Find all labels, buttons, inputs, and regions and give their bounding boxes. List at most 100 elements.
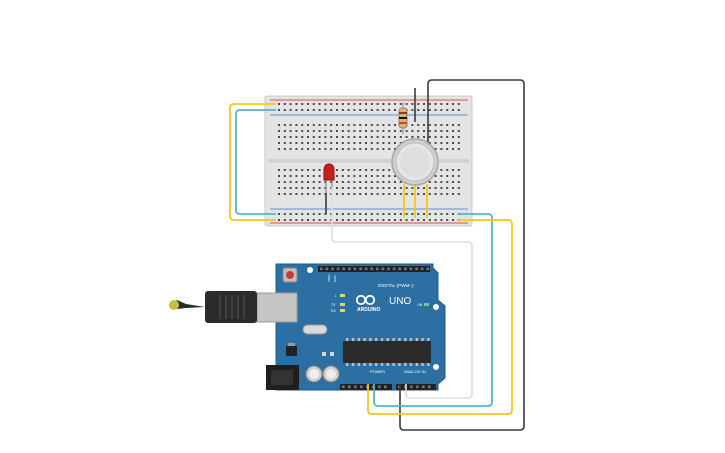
breadboard-hole <box>283 169 286 171</box>
breadboard-hole <box>336 181 338 183</box>
breadboard-hole <box>446 142 449 144</box>
gas-sensor[interactable] <box>391 138 439 186</box>
breadboard-hole <box>405 103 408 105</box>
wires[interactable] <box>229 79 525 431</box>
breadboard-hole <box>301 124 304 126</box>
breadboard-hole <box>353 124 356 126</box>
breadboard-hole <box>388 130 391 132</box>
power-jack-inner <box>271 370 293 385</box>
breadboard-hole <box>301 142 304 144</box>
breadboard-hole <box>295 181 298 183</box>
breadboard-hole <box>347 103 350 105</box>
breadboard-hole <box>365 175 367 177</box>
breadboard-hole <box>388 175 391 177</box>
breadboard-hole <box>307 148 309 150</box>
chip-pin <box>346 363 349 366</box>
breadboard-hole <box>336 193 338 195</box>
breadboard-hole <box>283 142 286 144</box>
header-pin <box>381 267 385 271</box>
breadboard-hole <box>434 109 437 111</box>
breadboard-hole <box>324 136 327 138</box>
breadboard-hole <box>289 219 292 221</box>
breadboard-hole <box>452 124 454 126</box>
breadboard-hole <box>301 148 304 150</box>
breadboard-hole <box>312 124 315 126</box>
breadboard-hole <box>399 193 402 195</box>
breadboard-hole <box>434 124 437 126</box>
usb-plug-body <box>205 291 257 323</box>
resistor-band <box>399 122 407 124</box>
breadboard-hole <box>440 124 443 126</box>
chip-pin <box>346 338 349 341</box>
breadboard-hole <box>278 130 280 132</box>
breadboard-hole <box>330 124 333 126</box>
wire-yellow-left[interactable] <box>229 103 276 221</box>
wire-yellow-gnd[interactable] <box>367 219 513 415</box>
breadboard-hole <box>359 169 362 171</box>
red-led[interactable] <box>323 163 335 193</box>
breadboard-hole <box>382 187 385 189</box>
breadboard-hole <box>411 124 414 126</box>
breadboard-hole <box>289 124 292 126</box>
breadboard-hole <box>336 148 338 150</box>
wire-white-led[interactable] <box>331 187 473 399</box>
microcontroller-chip <box>343 341 431 363</box>
breadboard-hole <box>382 181 385 183</box>
breadboard-hole <box>318 103 321 105</box>
arduino-logo-text: ARDUINO <box>357 307 380 313</box>
breadboard-hole <box>324 187 327 189</box>
usb-port <box>256 292 298 323</box>
wire-cyan-power[interactable] <box>373 213 493 407</box>
breadboard-hole <box>312 136 315 138</box>
breadboard-hole <box>411 109 414 111</box>
breadboard-hole <box>336 187 338 189</box>
voltage-regulator-tab <box>288 343 295 346</box>
breadboard-hole <box>370 169 373 171</box>
breadboard-hole <box>278 109 280 111</box>
header-pin <box>392 267 396 271</box>
wire-cyan-left[interactable] <box>235 109 276 215</box>
breadboard-hole <box>347 187 350 189</box>
breadboard-hole <box>283 181 286 183</box>
breadboard-hole <box>417 213 420 215</box>
breadboard-hole <box>341 124 344 126</box>
breadboard-hole <box>347 148 350 150</box>
digital-header[interactable] <box>318 266 430 272</box>
breadboard-hole <box>330 109 333 111</box>
breadboard-hole <box>353 181 356 183</box>
breadboard-hole <box>405 213 408 215</box>
usb-cable-end <box>169 300 179 310</box>
breadboard-hole <box>283 136 286 138</box>
breadboard-hole <box>446 181 449 183</box>
breadboard-hole <box>301 219 304 221</box>
breadboard-hole <box>394 148 396 150</box>
breadboard-hole <box>318 130 321 132</box>
breadboard-hole <box>353 109 356 111</box>
usb-cable[interactable] <box>169 291 298 323</box>
breadboard-hole <box>405 130 408 132</box>
breadboard-hole <box>411 219 414 221</box>
breadboard-hole <box>312 148 315 150</box>
breadboard-hole <box>336 175 338 177</box>
breadboard-hole <box>324 103 327 105</box>
breadboard[interactable] <box>264 95 473 227</box>
header-pin <box>428 385 431 389</box>
breadboard-hole <box>452 130 454 132</box>
breadboard-hole <box>428 213 431 215</box>
header-pin <box>422 385 425 389</box>
wire-dark-long[interactable] <box>399 79 525 431</box>
bottom-header-pins <box>342 385 431 389</box>
breadboard-hole <box>388 142 391 144</box>
breadboard-hole <box>341 213 344 215</box>
microcontroller-pins <box>346 338 430 366</box>
chip-pin <box>380 338 384 341</box>
breadboard-hole <box>312 142 315 144</box>
breadboard-hole <box>388 103 391 105</box>
resistor[interactable] <box>398 102 408 134</box>
chip-pin <box>357 338 360 341</box>
arduino-uno-board[interactable]: DIGITAL (PWM~) ARDUINO UNO ON AREF GND L… <box>266 263 446 391</box>
breadboard-hole <box>440 193 443 195</box>
breadboard-hole <box>388 181 391 183</box>
breadboard-hole <box>399 181 402 183</box>
analog-header-label: ANALOG IN <box>404 369 426 374</box>
